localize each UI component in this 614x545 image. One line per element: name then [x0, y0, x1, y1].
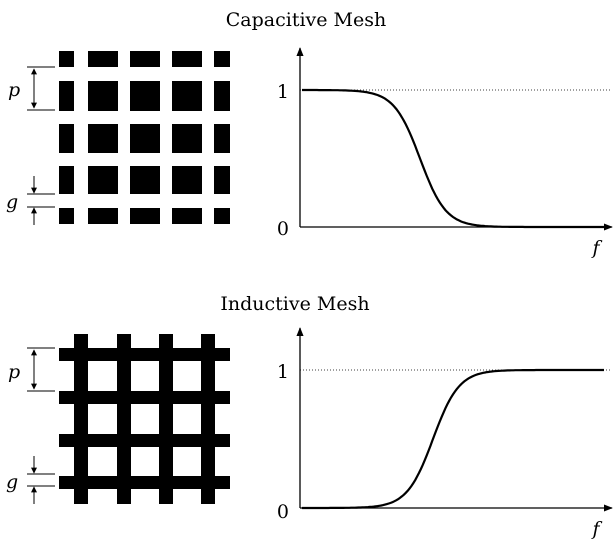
inductive-gap-label: g — [6, 471, 18, 493]
inductive-period-dimension: p — [8, 347, 55, 392]
capacitive-title: Capacitive Mesh — [226, 9, 387, 31]
capacitive-patch — [130, 208, 160, 224]
capacitive-patch — [214, 81, 230, 111]
capacitive-y-tick-0: 0 — [277, 218, 289, 240]
inductive-vertical-strip — [159, 334, 173, 504]
capacitive-patch — [130, 124, 160, 153]
capacitive-patch — [214, 166, 230, 194]
inductive-y-tick-0: 0 — [277, 501, 289, 523]
inductive-horizontal-strip — [59, 348, 230, 361]
capacitive-patch — [214, 208, 230, 224]
inductive-horizontal-strip — [59, 434, 230, 447]
capacitive-patch — [214, 124, 230, 153]
capacitive-period-label: p — [8, 79, 20, 101]
capacitive-patch — [172, 208, 202, 224]
inductive-gap-dimension: g — [6, 456, 55, 504]
inductive-period-label: p — [8, 361, 20, 383]
inductive-transmission-chart: 1 0 f — [277, 327, 613, 540]
inductive-x-label: f — [590, 518, 602, 540]
capacitive-gap-dimension: g — [6, 176, 55, 225]
capacitive-gap-label: g — [6, 191, 18, 213]
inductive-horizontal-strip — [59, 476, 230, 489]
capacitive-patch — [88, 124, 118, 153]
capacitive-panel: Capacitive Mesh p g 1 0 f — [6, 9, 613, 259]
inductive-y-tick-1: 1 — [277, 361, 289, 383]
inductive-horizontal-strip — [59, 391, 230, 404]
capacitive-patch — [59, 51, 74, 67]
inductive-highpass-curve — [302, 368, 604, 510]
capacitive-mesh-pattern — [59, 51, 230, 224]
capacitive-patch — [88, 166, 118, 194]
inductive-title: Inductive Mesh — [220, 293, 369, 315]
capacitive-y-tick-1: 1 — [277, 81, 289, 103]
capacitive-period-dimension: p — [8, 66, 55, 111]
capacitive-patch — [172, 124, 202, 153]
capacitive-patch — [59, 208, 74, 224]
inductive-vertical-strip — [74, 334, 88, 504]
capacitive-patch — [130, 81, 160, 111]
capacitive-patch — [130, 166, 160, 194]
inductive-mesh-pattern — [59, 334, 230, 504]
capacitive-patch — [88, 51, 118, 67]
capacitive-patch — [172, 51, 202, 67]
capacitive-patch — [172, 166, 202, 194]
inductive-vertical-strip — [117, 334, 131, 504]
capacitive-patch — [88, 208, 118, 224]
capacitive-patch — [59, 81, 74, 111]
capacitive-patch — [130, 51, 160, 67]
capacitive-transmission-chart: 1 0 f — [277, 47, 613, 259]
capacitive-patch — [214, 51, 230, 67]
capacitive-x-label: f — [590, 237, 602, 259]
capacitive-patch — [172, 81, 202, 111]
capacitive-patch — [59, 166, 74, 194]
inductive-vertical-strip — [201, 334, 215, 504]
inductive-panel: Inductive Mesh p g 1 0 f — [6, 293, 613, 540]
capacitive-lowpass-curve — [302, 88, 604, 229]
capacitive-patch — [59, 124, 74, 153]
capacitive-patch — [88, 81, 118, 111]
